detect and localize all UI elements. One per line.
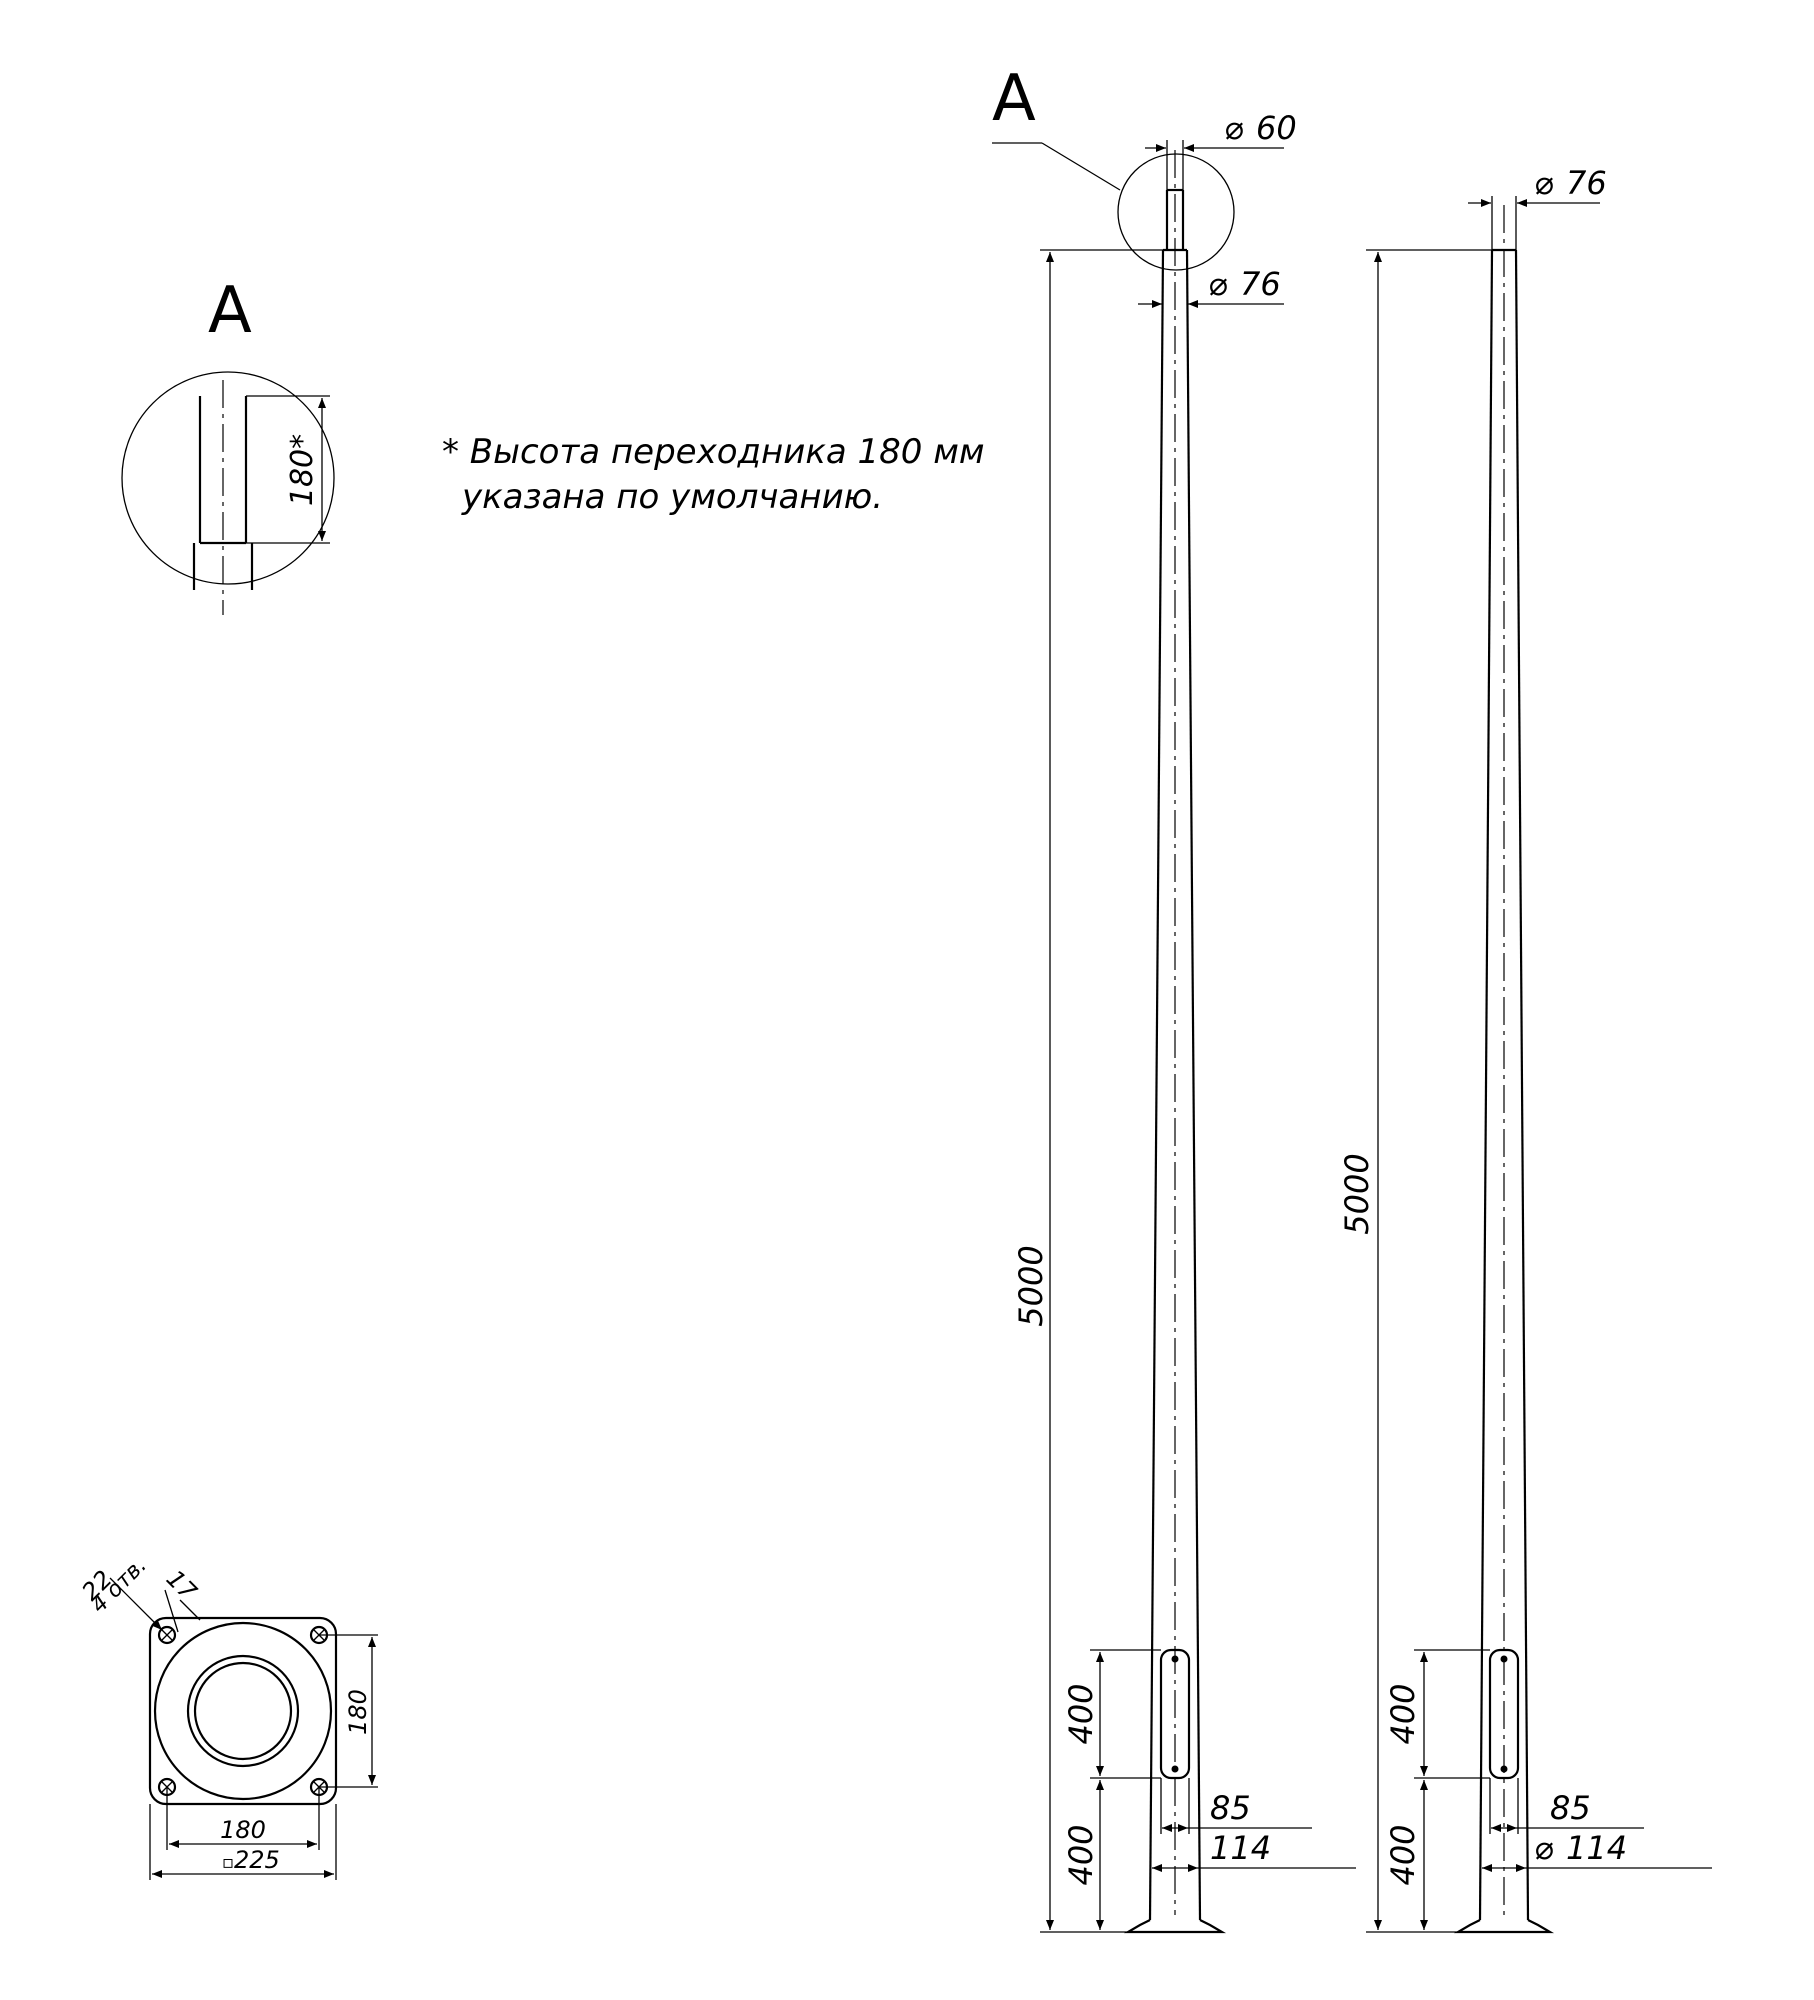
flange-bolt-hole-tl [157, 1625, 177, 1645]
pole-2-left-edge [1478, 249, 1494, 1921]
adapter-height-label: 180* [285, 434, 320, 506]
detail-a-marker: A [992, 62, 1036, 136]
pole-1-base-diameter-label: 114 [1210, 1829, 1271, 1867]
pole-1-left-edge [1148, 249, 1165, 1921]
flange-size-square-symbol: ▫ [222, 1852, 234, 1873]
flange-tube-outer [186, 1654, 300, 1768]
detail-a-title: A [208, 274, 252, 348]
pole-2-base-diameter-label: 114 [1566, 1829, 1627, 1867]
pole-2-hatch-offset-label: 400 [1384, 1824, 1422, 1885]
flange-bolt-spacing-v-label: 180 [344, 1689, 372, 1735]
flange-size-label: 225 [234, 1846, 280, 1874]
pole-2-hatch-width-label: 85 [1550, 1789, 1591, 1827]
detail-a-circle [121, 371, 335, 585]
pole-1-hatch-offset-label: 400 [1062, 1824, 1100, 1885]
pole-2-height-label: 5000 [1338, 1153, 1376, 1234]
flange-outer-ring [153, 1621, 333, 1801]
pole-2-top-diameter-symbol: ⌀ [1534, 164, 1553, 202]
flange-plate [148, 1616, 338, 1806]
pole-1-base-plate [1123, 1919, 1227, 1934]
note-block: * Высота переходника 180 мм указана по у… [442, 432, 985, 517]
pole-2-base-plate [1453, 1919, 1555, 1934]
pole-1-tube-diameter-symbol: ⌀ [1208, 265, 1227, 303]
detail-a-view: A 180* [121, 274, 335, 615]
pole-2-view: ⌀ 76 5000 400 400 85 ⌀ 114 [1338, 164, 1712, 1934]
pole-1-hatch [1159, 1648, 1191, 1780]
pole-1-height-label: 5000 [1012, 1245, 1050, 1326]
pole-2-base-diameter-symbol: ⌀ [1534, 1829, 1553, 1867]
pole-1-top-diameter-label: 60 [1256, 109, 1297, 147]
flange-tube-inner [193, 1661, 293, 1761]
detail-a-callout-circle [1117, 153, 1235, 271]
pole-1-top-diameter-symbol: ⌀ [1224, 109, 1243, 147]
pole-2-hatch-height-label: 400 [1384, 1683, 1422, 1744]
note-line-2: указана по умолчанию. [461, 477, 883, 517]
pole-1-hatch-width-label: 85 [1210, 1789, 1251, 1827]
pole-2-hatch [1488, 1648, 1520, 1780]
pole-2-right-edge [1514, 249, 1530, 1921]
flange-bolt-spacing-h-label: 180 [220, 1816, 266, 1844]
flange-hole-offset-label: 17 [161, 1564, 203, 1606]
flange-plan-view: 22 4 отв. 17 180 180 ▫ 225 [76, 1553, 378, 1880]
pole-1-view: A ⌀ 60 ⌀ 76 5000 [992, 62, 1356, 1934]
note-line-1: * Высота переходника 180 мм [442, 432, 985, 472]
pole-1-hatch-height-label: 400 [1062, 1683, 1100, 1744]
pole-1-tube-diameter-label: 76 [1240, 265, 1281, 303]
pole-2-top-diameter-label: 76 [1566, 164, 1607, 202]
pole-1-right-edge [1185, 249, 1202, 1921]
